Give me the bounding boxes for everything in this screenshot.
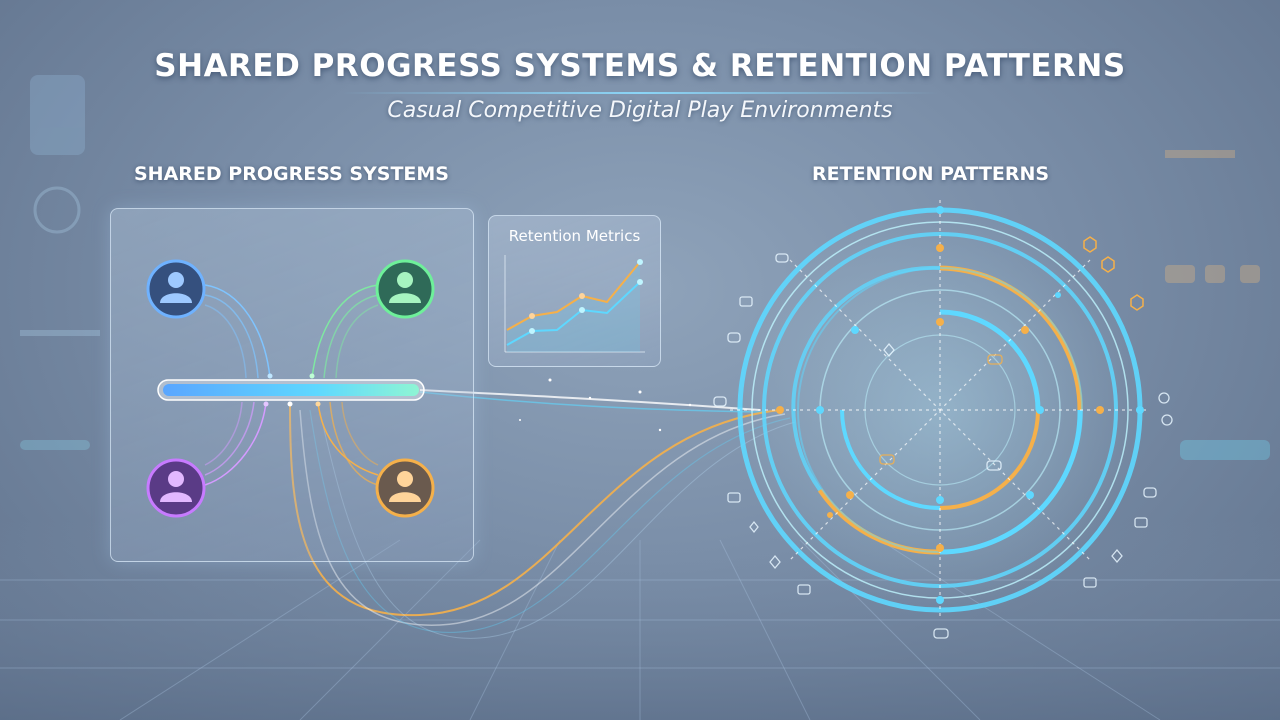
screen-icon (727, 492, 741, 503)
chat-icon (739, 296, 753, 307)
badge-icon (883, 342, 895, 358)
player-avatar-blue (146, 259, 206, 319)
gamepad-inner-icon (986, 460, 1002, 471)
retention-metrics-title: Retention Metrics (508, 227, 641, 245)
pin-icon (769, 554, 781, 570)
page-subtitle: Casual Competitive Digital Play Environm… (387, 98, 893, 123)
player-avatar-green (375, 259, 435, 319)
game-icons-orbit (713, 253, 1173, 639)
background-ui-right (1165, 150, 1270, 460)
retention-ring (730, 200, 1150, 620)
hex-badge-icon-3 (1130, 294, 1144, 311)
retention-metrics-card: Retention Metrics (488, 215, 661, 367)
note-icon (1134, 517, 1148, 528)
sparkles (519, 378, 692, 432)
section-label-retention: RETENTION PATTERNS (812, 163, 1050, 185)
section-label-shared-progress: SHARED PROGRESS SYSTEMS (134, 163, 449, 185)
player-connectors (204, 284, 379, 486)
gamepad-gold-icon-2 (987, 354, 1003, 365)
hex-badge-icon-2 (1101, 256, 1115, 273)
hex-badge-icon (1083, 236, 1097, 253)
shared-progress-fill (163, 384, 419, 396)
metrics-line-cyan (506, 281, 641, 346)
location-icon (749, 520, 759, 534)
player-avatar-purple (146, 458, 206, 518)
metrics-line-orange (506, 261, 641, 331)
gamepad-icon (775, 253, 789, 263)
chat-right-icon (1143, 487, 1157, 498)
flow-streams (289, 389, 796, 639)
controller-icon (933, 628, 949, 639)
hex-icons (1083, 236, 1144, 311)
player-avatar-orange (375, 458, 435, 518)
background-ui-left (20, 75, 100, 450)
connector-dots (263, 373, 321, 407)
minus-icon (1161, 414, 1173, 426)
monitor-icon (1083, 577, 1097, 588)
title-divider (340, 92, 940, 94)
metrics-chart (504, 255, 645, 353)
chat-bubble-icon (727, 332, 741, 343)
page-title: SHARED PROGRESS SYSTEMS & RETENTION PATT… (154, 48, 1126, 84)
shield-icon (1158, 392, 1170, 404)
card-icon (797, 584, 811, 595)
gamepad-gold-icon (879, 454, 895, 465)
marker-icon (1111, 548, 1123, 564)
message-icon (713, 396, 727, 407)
